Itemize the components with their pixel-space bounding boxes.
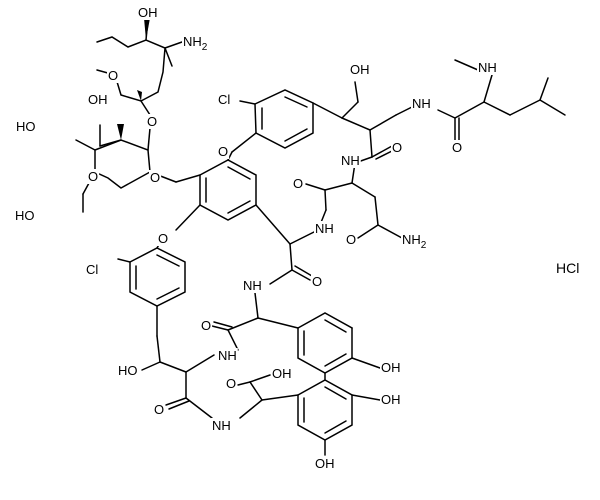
atom-o-amide-2: O <box>392 140 402 155</box>
atom-label-background <box>137 5 159 20</box>
atom-label-background <box>217 92 232 107</box>
atom-label-background <box>340 153 361 168</box>
atom-label-background <box>117 363 139 378</box>
atom-label-background <box>345 232 358 247</box>
atom-oh-glucose-top: OH <box>88 92 108 107</box>
atom-o-amide-3: O <box>293 176 303 191</box>
atom-n-methylamine: NH <box>478 60 497 75</box>
atom-o-amide-top: O <box>452 140 462 155</box>
atom-label-background <box>211 418 232 433</box>
atom-oh-phenol-1: OH <box>381 360 401 375</box>
atom-label-background <box>271 366 293 381</box>
atom-label-background <box>477 60 498 75</box>
atom-label-background <box>349 62 371 77</box>
atom-nh-amide-5: NH <box>218 348 237 363</box>
atom-label-background <box>15 119 37 134</box>
atom-o-amide-5: O <box>201 318 211 333</box>
atom-o-amide-6: O <box>154 402 164 417</box>
atom-cl-bottom: Cl <box>86 262 98 277</box>
atom-nh-amide-top: NH <box>412 96 431 111</box>
atom-label-background <box>242 278 263 293</box>
atom-label-background <box>391 140 404 155</box>
atom-labels: OH NH2 O OH HO O HO O O Cl O OH NH NH O … <box>14 5 498 471</box>
stereo-wedge <box>137 90 142 101</box>
atom-label-background <box>149 170 162 185</box>
atom-o-carboxylic-acid: O <box>226 376 236 391</box>
atom-o-ether-top: O <box>218 144 228 159</box>
atom-o-glycosidic-1: O <box>147 114 157 129</box>
atom-label-background <box>411 96 432 111</box>
atom-label-background <box>380 360 402 375</box>
atom-o-ether-bottom: O <box>158 231 168 246</box>
atom-ho-benzylic-bottom: HO <box>118 363 138 378</box>
atom-o-carboxamide: O <box>346 232 356 247</box>
atom-label-background <box>14 208 36 223</box>
atom-nh2-vancosamine: NH2 <box>183 34 208 53</box>
hcl-salt-label: HCl <box>556 260 579 276</box>
atom-oh-phenol-3: OH <box>315 456 335 471</box>
atom-label-background <box>157 231 170 246</box>
stereo-wedge <box>144 18 150 40</box>
atom-label-background <box>85 262 100 277</box>
atom-label-background <box>153 402 166 417</box>
atom-label-background <box>146 114 159 129</box>
atom-o-amide-4: O <box>312 274 322 289</box>
atom-label-background <box>87 92 109 107</box>
atom-ho-glucose-left: HO <box>16 119 36 134</box>
atom-label-background <box>217 144 230 159</box>
atom-nh2-carboxamide: NH2 <box>402 232 427 251</box>
atom-label-background <box>87 169 100 184</box>
atom-label-background <box>314 456 336 471</box>
atom-label-background <box>292 176 305 191</box>
atom-oh-carboxylic-acid: OH <box>272 366 292 381</box>
atom-label-background <box>200 318 213 333</box>
atom-nh-amide-3: NH <box>315 221 334 236</box>
atom-oh-benzylic-top: OH <box>350 62 370 77</box>
atom-label-background <box>451 140 464 155</box>
atom-label-background <box>107 68 120 83</box>
atom-o-glycosidic-2: O <box>150 170 160 185</box>
stereo-wedge <box>117 124 124 140</box>
atom-oh-vancosamine: OH <box>138 5 158 20</box>
atom-label-background <box>314 221 335 236</box>
atom-oh-phenol-2: OH <box>381 392 401 407</box>
atom-nh-amide-2: NH <box>341 153 360 168</box>
atom-ho-glucose-bottom: HO <box>15 208 35 223</box>
bond-network <box>75 17 566 456</box>
atom-o-glucose-ring: O <box>88 169 98 184</box>
atom-label-background <box>217 348 238 363</box>
atom-cl-top: Cl <box>218 92 230 107</box>
atom-label-background <box>380 392 402 407</box>
atom-label-background <box>225 376 238 391</box>
atom-label-background <box>401 232 428 251</box>
atom-o-sugar-ring: O <box>108 68 118 83</box>
atom-label-background <box>311 274 324 289</box>
atom-nh-amide-6: NH <box>212 418 231 433</box>
atom-label-background <box>182 34 209 53</box>
atom-nh-amide-4: NH <box>243 278 262 293</box>
